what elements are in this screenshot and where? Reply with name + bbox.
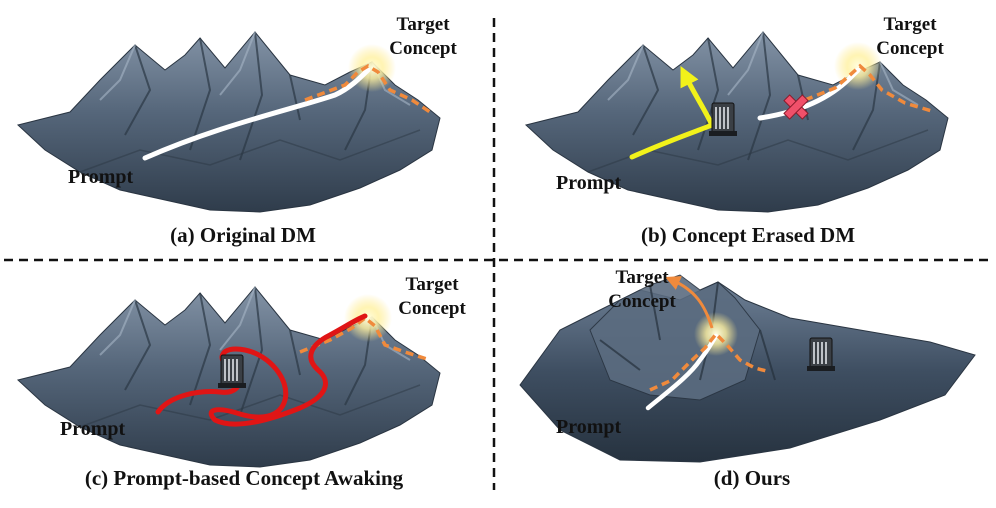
panel-a-target-label: Target Concept — [389, 13, 457, 61]
panel-a-prompt-label: Prompt — [68, 166, 134, 188]
panel-b-target-line1: Target — [883, 14, 937, 35]
panel-c-caption: (c) Prompt-based Concept Awaking — [84, 466, 404, 490]
panel-c-target-label: Target Concept — [398, 273, 466, 321]
panel-d-target-line2: Concept — [608, 291, 676, 312]
panel-b-target-label: Target Concept — [876, 13, 944, 61]
panel-a-caption: (a) Original DM — [170, 223, 316, 247]
panel-c-illustration — [17, 286, 441, 468]
panel-b-prompt-label: Prompt — [556, 172, 622, 194]
panel-c-target-line1: Target — [405, 274, 459, 295]
panel-a-target-line1: Target — [396, 14, 450, 35]
panel-b-target-line2: Concept — [876, 38, 944, 59]
panel-b-illustration — [525, 31, 949, 213]
panel-d-prompt-label: Prompt — [556, 416, 622, 438]
cross-mark-icon — [783, 94, 809, 120]
panel-b-caption: (b) Concept Erased DM — [640, 223, 856, 247]
panel-d-caption: (d) Ours — [713, 466, 791, 490]
panel-a-target-line2: Concept — [389, 38, 457, 59]
panel-d-illustration — [519, 274, 976, 463]
panel-d-target-line1: Target — [615, 267, 669, 288]
panel-c-target-line2: Concept — [398, 298, 466, 319]
panel-a-illustration — [17, 31, 441, 213]
panel-d-target-label: Target Concept — [608, 266, 676, 314]
panel-c-prompt-label: Prompt — [60, 418, 126, 440]
